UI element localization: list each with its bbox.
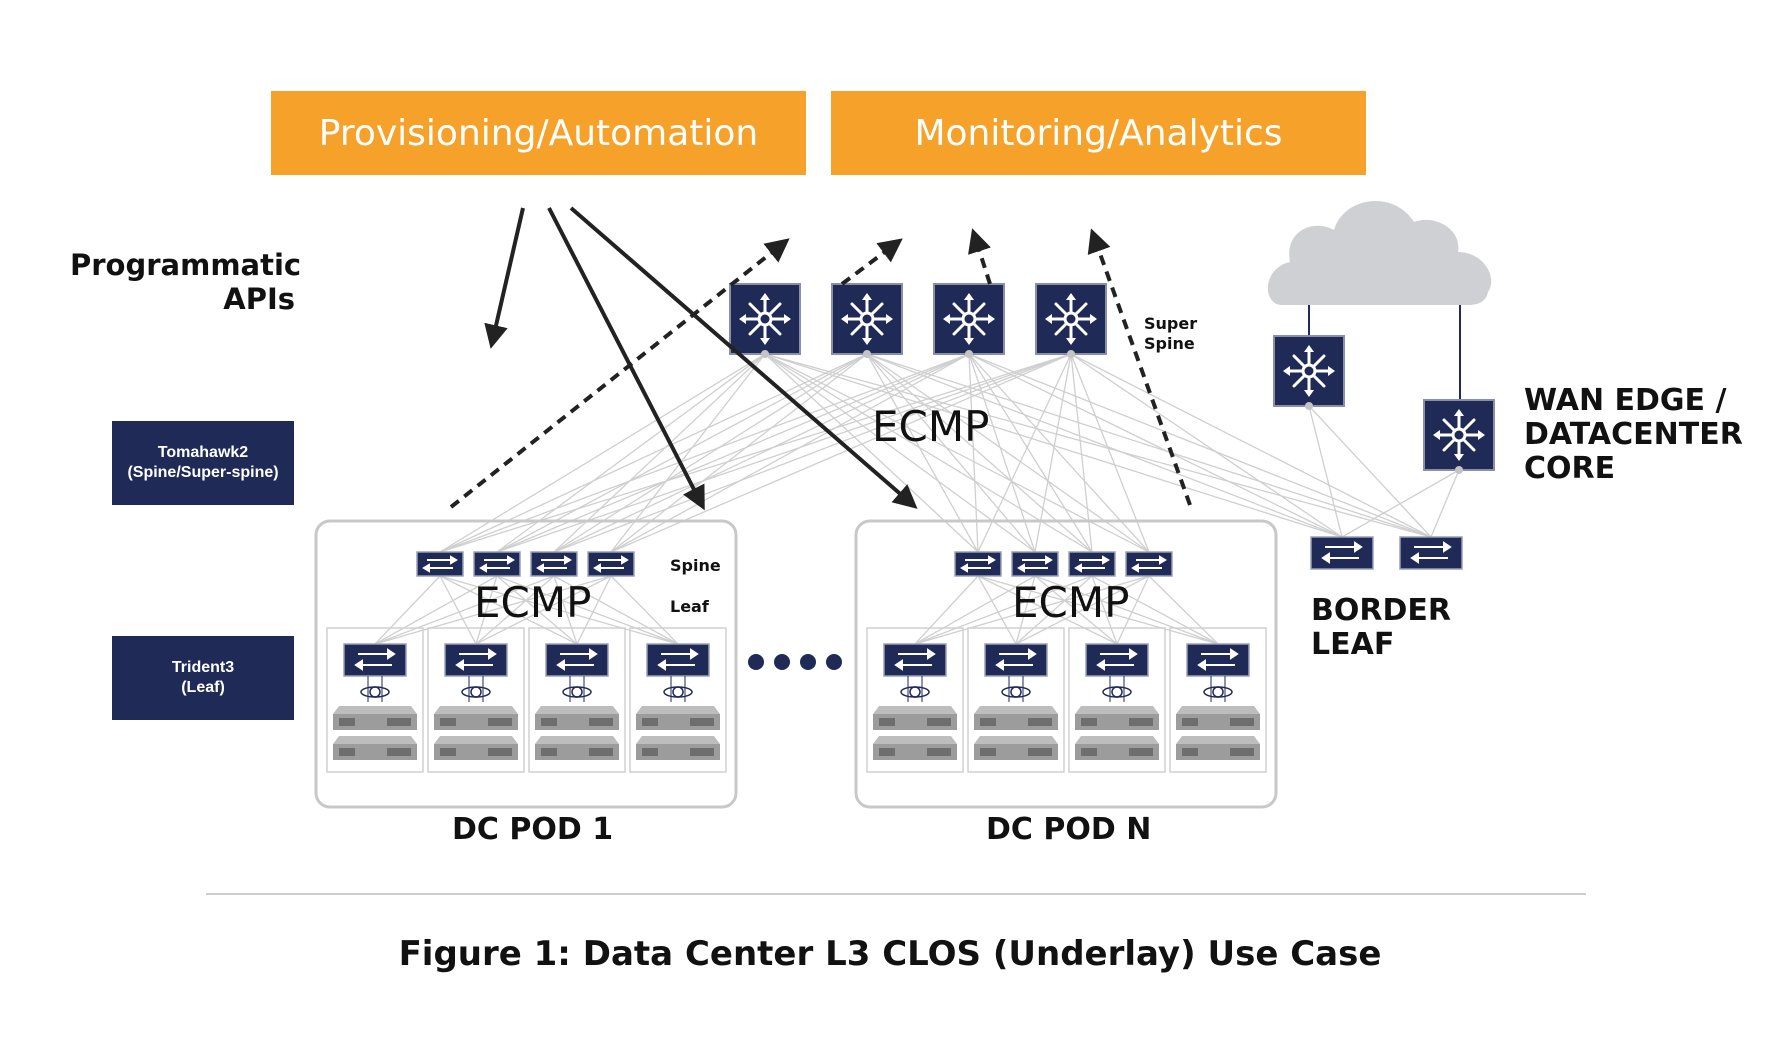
api-arrow — [547, 207, 705, 511]
programmatic-apis-line2: APIs — [223, 282, 295, 316]
leaf-switch-icon — [444, 643, 508, 677]
server-icon — [1176, 736, 1260, 760]
leaf-switch-icon — [1085, 643, 1149, 677]
telemetry-arrow — [840, 238, 903, 286]
ecmp-podn-label: ECMP — [1012, 578, 1130, 627]
server-icon — [1176, 706, 1260, 730]
spine-label: Spine — [670, 556, 721, 575]
podn-label: DC POD N — [986, 812, 1152, 847]
border-leaf-line1: BORDER — [1311, 593, 1451, 628]
telemetry-arrow — [968, 228, 992, 285]
server-icon — [535, 706, 619, 730]
trident-chip-name: Trident3 — [171, 659, 235, 676]
server-icon — [873, 706, 957, 730]
provisioning-automation-box: Provisioning/Automation — [271, 91, 806, 175]
monitoring-analytics-box: Monitoring/Analytics — [831, 91, 1366, 175]
wan-edge-router-icon — [1422, 398, 1496, 472]
super-spine-router-icon — [830, 282, 904, 356]
spine-switch-icon — [530, 551, 578, 577]
programmatic-apis-line1: Programmatic — [70, 248, 302, 282]
super-spine-router-icon — [932, 282, 1006, 356]
spine-switch-icon — [1011, 551, 1059, 577]
server-icon — [1075, 736, 1159, 760]
tomahawk-chip-name: Tomahawk2 — [157, 444, 249, 461]
border-leaf-switch-icon — [1310, 536, 1374, 570]
server-icon — [333, 736, 417, 760]
ecmp-superspine-label: ECMP — [872, 402, 990, 451]
telemetry-arrow — [1087, 228, 1192, 506]
wan-edge-line1: WAN EDGE / — [1524, 383, 1727, 418]
wan-edge-line2: DATACENTER — [1524, 417, 1743, 452]
super-spine-line2: Spine — [1144, 334, 1195, 353]
wan-edge-router-icon — [1272, 334, 1346, 408]
server-icon — [974, 706, 1058, 730]
leaf-switch-icon — [646, 643, 710, 677]
tomahawk-chip-box: Tomahawk2 (Spine/Super-spine) — [112, 421, 294, 505]
wan-edge-line3: CORE — [1524, 451, 1616, 486]
server-icon — [873, 736, 957, 760]
server-icon — [434, 736, 518, 760]
leaf-switch-icon — [1186, 643, 1250, 677]
leaf-switch-icon — [343, 643, 407, 677]
api-arrow — [569, 206, 918, 509]
border-leaf-label: BORDER LEAF — [1311, 594, 1451, 662]
spine-switch-icon — [1068, 551, 1116, 577]
super-spine-label: Super Spine — [1144, 314, 1197, 354]
tomahawk-chip-role: (Spine/Super-spine) — [127, 464, 279, 481]
provisioning-automation-label: Provisioning/Automation — [318, 112, 759, 154]
super-spine-line1: Super — [1144, 314, 1198, 333]
spine-switch-icon — [1125, 551, 1173, 577]
server-icon — [535, 736, 619, 760]
wan-edge-label: WAN EDGE / DATACENTER CORE — [1524, 384, 1743, 486]
pod1-label: DC POD 1 — [452, 812, 614, 847]
server-icon — [434, 706, 518, 730]
spine-switch-icon — [473, 551, 521, 577]
border-leaf-switch-icon — [1399, 536, 1463, 570]
api-arrow — [484, 207, 525, 349]
telemetry-arrow — [449, 238, 790, 509]
ecmp-pod1-label: ECMP — [474, 578, 592, 627]
trident-chip-role: (Leaf) — [181, 679, 225, 696]
monitoring-analytics-label: Monitoring/Analytics — [914, 112, 1283, 154]
podn-frame — [854, 519, 1278, 809]
spine-switch-icon — [587, 551, 635, 577]
pod1-frame — [314, 519, 738, 809]
server-icon — [333, 706, 417, 730]
figure-caption: Figure 1: Data Center L3 CLOS (Underlay)… — [398, 934, 1382, 974]
leaf-label: Leaf — [670, 597, 709, 616]
cloud-icon — [1267, 200, 1492, 305]
border-leaf-line2: LEAF — [1311, 627, 1395, 662]
server-icon — [1075, 706, 1159, 730]
leaf-switch-icon — [984, 643, 1048, 677]
super-spine-router-icon — [728, 282, 802, 356]
programmatic-apis-label: Programmatic APIs — [70, 248, 302, 316]
spine-switch-icon — [954, 551, 1002, 577]
pod-ellipsis-dots — [748, 654, 842, 670]
spine-switch-icon — [416, 551, 464, 577]
super-spine-router-icon — [1034, 282, 1108, 356]
leaf-switch-icon — [883, 643, 947, 677]
server-icon — [636, 736, 720, 760]
leaf-switch-icon — [545, 643, 609, 677]
server-icon — [974, 736, 1058, 760]
server-icon — [636, 706, 720, 730]
trident-chip-box: Trident3 (Leaf) — [112, 636, 294, 720]
